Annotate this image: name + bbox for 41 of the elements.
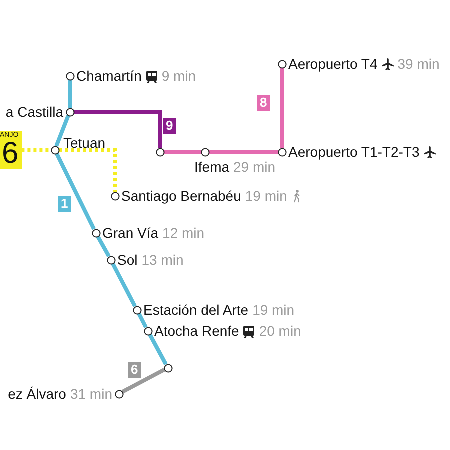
station-name: Ifema [194,158,230,174]
line-number: 6 [128,362,142,378]
metro-line [148,334,168,366]
travel-time: 13 min [142,252,184,268]
station-name: Chamartín [76,68,142,84]
travel-time: 19 min [252,302,295,318]
metro-line [209,150,278,154]
travel-time: 12 min [162,225,205,241]
travel-time: 19 min [245,188,288,204]
station-name: Atocha Renfe [154,323,240,339]
station-name: Sol [118,252,138,268]
line-number: 8 [257,95,270,111]
station-name: ez Álvaro [8,386,66,402]
metro-line [96,236,111,258]
metro-line [137,312,148,328]
metro-line [74,110,162,148]
line-number: 9 [163,118,176,134]
station-name: Aeropuerto T1-T2-T3 [288,144,420,160]
metro-line [164,150,201,154]
metro-line [59,148,117,192]
station-name: a Castilla [6,104,64,120]
station-name: Tetuan [64,134,106,150]
metro-line [280,68,284,148]
station-name: Gran Vía [102,225,159,241]
metro-line [111,262,137,308]
travel-time: 29 min [234,158,276,174]
metro-line [54,114,70,148]
station-name: Santiago Bernabéu [122,188,242,204]
metro-line [68,80,72,108]
line-number: 1 [58,196,72,212]
metro-line [22,148,51,152]
travel-time: 20 min [259,323,302,339]
travel-time: 9 min [162,68,196,84]
metro-line [55,152,96,230]
travel-time: 31 min [70,386,112,402]
station-name: Estación del Arte [144,302,249,318]
metro-line [122,368,166,394]
line-badge [0,131,22,169]
station-name: Aeropuerto T4 [288,56,378,72]
line-number: 6 [2,139,19,169]
travel-time: 39 min [398,56,440,72]
